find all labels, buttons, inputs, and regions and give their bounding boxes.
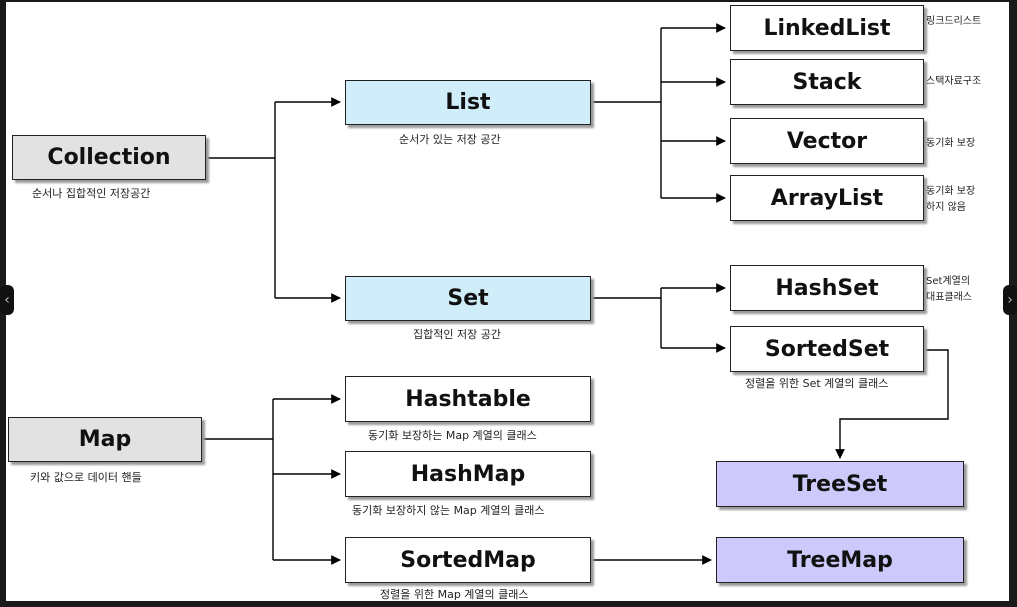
hashset-note-line2: 대표클래스 — [926, 292, 972, 303]
hashset-note-line1: Set계열의 — [926, 276, 971, 287]
sortedmap-caption: 정렬을 위한 Map 계열의 클래스 — [380, 588, 529, 601]
stack-label: Stack — [792, 69, 862, 95]
hashmap-caption: 동기화 보장하지 않는 Map 계열의 클래스 — [352, 504, 545, 517]
vector-label: Vector — [786, 128, 868, 154]
linkedlist-node: LinkedList — [730, 5, 924, 51]
arraylist-node: ArrayList — [730, 175, 924, 221]
bottom-strip — [0, 601, 1017, 607]
hashmap-node: HashMap — [345, 451, 591, 497]
hashmap-label: HashMap — [410, 461, 526, 487]
set-caption: 집합적인 저장 공간 — [413, 328, 501, 341]
chevron-left-icon: ‹ — [4, 292, 10, 308]
list-label: List — [445, 90, 491, 115]
map-caption: 키와 값으로 데이터 핸들 — [30, 471, 142, 484]
list-node: List — [345, 80, 591, 125]
treeset-node: TreeSet — [716, 461, 964, 507]
map-node: Map — [8, 417, 202, 462]
linkedlist-label: LinkedList — [763, 15, 891, 41]
sortedmap-label: SortedMap — [400, 547, 536, 573]
sortedset-node: SortedSet — [730, 326, 924, 372]
sortedset-caption: 정렬을 위한 Set 계열의 클래스 — [745, 377, 889, 390]
hashtable-caption: 동기화 보장하는 Map 계열의 클래스 — [368, 429, 537, 442]
stack-note: 스택자료구조 — [926, 76, 982, 87]
prev-slide-button[interactable]: ‹ — [0, 285, 14, 315]
vector-node: Vector — [730, 118, 924, 164]
treemap-node: TreeMap — [716, 537, 964, 583]
hashtable-label: Hashtable — [405, 386, 531, 412]
diagram-canvas: Collection 순서나 집합적인 저장공간 List 순서가 있는 저장 … — [6, 2, 1009, 601]
treeset-label: TreeSet — [792, 471, 888, 497]
sortedset-label: SortedSet — [764, 336, 890, 362]
treemap-label: TreeMap — [787, 547, 893, 573]
next-slide-button[interactable]: › — [1003, 285, 1017, 315]
chevron-right-icon: › — [1007, 292, 1013, 308]
hashset-label: HashSet — [775, 275, 879, 301]
arraylist-label: ArrayList — [770, 185, 884, 211]
list-caption: 순서가 있는 저장 공간 — [399, 133, 501, 146]
collection-caption: 순서나 집합적인 저장공간 — [32, 187, 151, 200]
hashset-node: HashSet — [730, 265, 924, 311]
hashtable-node: Hashtable — [345, 376, 591, 422]
arraylist-note-line1: 동기화 보장 — [926, 186, 976, 197]
map-label: Map — [78, 427, 132, 452]
collection-node: Collection — [12, 135, 206, 180]
set-label: Set — [447, 286, 489, 311]
stack-node: Stack — [730, 59, 924, 105]
collection-label: Collection — [47, 145, 171, 170]
vector-note: 동기화 보장 — [926, 138, 976, 149]
arraylist-note-line2: 하지 않음 — [926, 202, 966, 213]
set-node: Set — [345, 276, 591, 321]
connector-lines — [202, 23, 949, 565]
linkedlist-note: 링크드리스트 — [926, 16, 982, 27]
sortedmap-node: SortedMap — [345, 537, 591, 583]
